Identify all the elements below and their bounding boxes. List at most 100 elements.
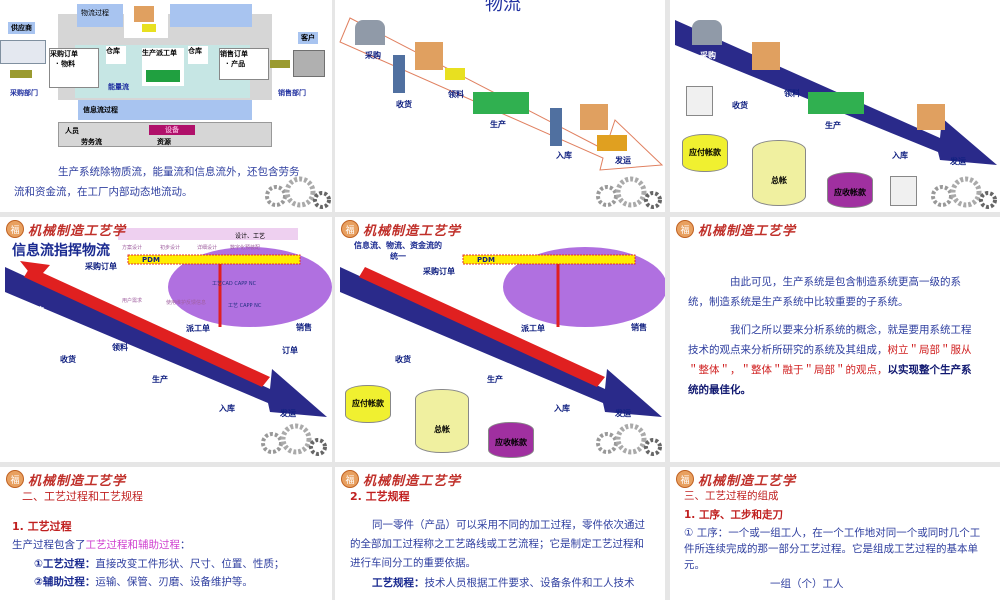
info-arrow-red <box>24 267 270 387</box>
slide-thumbnail-1[interactable]: 物流过程 供应商 采购部门 采购订单· 物料 仓库 生产派工单 仓库 销售订单·… <box>0 0 332 212</box>
material-flow-box-right <box>170 4 252 27</box>
truck-icon <box>0 40 46 64</box>
label-production: 生产 <box>152 375 168 384</box>
pdm-bar <box>127 254 301 265</box>
label-receive: 收货 <box>395 355 411 364</box>
box-feedback: 使用维护反馈信息 <box>166 300 207 306</box>
system-ellipse <box>168 247 332 327</box>
warehouse2-label: 仓库 <box>188 46 208 64</box>
warehouse1-label: 仓库 <box>106 46 126 64</box>
label-purchase: 采购 <box>365 51 381 60</box>
label-ship: 发运 <box>615 156 631 165</box>
gears-icon <box>261 423 327 456</box>
slide-header: 福机械制造工艺学 <box>341 220 461 239</box>
forklift-icon <box>445 68 465 80</box>
box-capp: 工艺 CAPP NC <box>228 303 262 309</box>
slide-thumbnail-8[interactable]: 福机械制造工艺学 2. 工艺规程 同一零件（产品）可以采用不同的加工过程，零件依… <box>335 467 665 600</box>
slide5-title: 信息流、物流、资金流的统一 <box>354 241 442 261</box>
ledger-cylinder: 总帐 <box>415 389 469 453</box>
receivable-cylinder: 应收帐款 <box>827 172 873 208</box>
payable-cylinder: 应付帐款 <box>682 134 728 172</box>
label-storage: 入库 <box>556 151 572 160</box>
document-icon <box>686 86 713 116</box>
slide-header: 福机械制造工艺学 <box>6 470 126 489</box>
energy-flow-label: 能量流 <box>108 83 129 91</box>
buyer-icon <box>355 20 385 45</box>
sales-label: 销售 <box>296 323 312 332</box>
slide7-line1: 生产过程包含了工艺过程和辅助过程： <box>12 539 191 551</box>
box-prelim: 初步设计 <box>160 245 181 251</box>
slide-thumbnail-9[interactable]: 福机械制造工艺学 三、工艺过程的组成 1. 工序、工步和走刀 ① 工序：一个或一… <box>670 467 1000 600</box>
slide7-heading: 二、工艺过程和工艺规程 <box>22 490 143 503</box>
factory-icon <box>293 50 325 77</box>
dispatch-label: 派工单 <box>186 324 210 333</box>
purchase-order-doc: 采购订单· 物料 <box>49 48 99 88</box>
label-production: 生产 <box>490 120 506 129</box>
slide8-paragraph-2: 工艺规程：技术人员根据工件要求、设备条件和工人技术 <box>372 577 635 589</box>
slide6-paragraph-2: 我们之所以要来分析系统的概念，就是要用系统工程技术的观点来分析所研究的系统及其组… <box>688 324 972 396</box>
logo-icon: 福 <box>341 470 359 488</box>
slide7-item2: ②辅助过程：运输、保管、刃磨、设备维护等。 <box>34 576 253 588</box>
truck-icon <box>597 135 627 151</box>
slide6-paragraph-1: 由此可见，生产系统是包含制造系统更高一级的系统，制造系统是生产系统中比较重要的子… <box>688 276 961 308</box>
slide9-heading: 三、工艺过程的组成 <box>684 490 779 502</box>
gears-icon <box>596 176 662 209</box>
purchase-order-label: 采购订单 <box>50 50 78 58</box>
label-pick: 领料 <box>448 90 464 99</box>
slide-thumbnail-7[interactable]: 福机械制造工艺学 二、工艺过程和工艺规程 1. 工艺过程 生产过程包含了工艺过程… <box>0 467 332 600</box>
box-detail: 详细设计 <box>197 245 218 251</box>
box-cad: 工艺CAD CAPP NC <box>212 281 257 287</box>
document-icon <box>890 176 917 206</box>
gears-icon <box>596 423 662 456</box>
box-digital: 数字化预装配 <box>230 245 261 251</box>
ledger-cylinder: 总帐 <box>752 140 806 206</box>
label-pick: 领料 <box>784 89 800 98</box>
purchase-dept-label: 采购部门 <box>10 89 38 97</box>
label-storage: 入库 <box>219 404 235 413</box>
machine-icon <box>473 92 529 114</box>
label-purchase: 采购 <box>28 306 44 315</box>
slide-thumbnail-3[interactable]: 采购 收货 领料 生产 入库 发运 应付帐款 总帐 应收帐款 <box>670 0 1000 212</box>
slide-thumbnail-2[interactable]: 物流 采购 收货 领料 生产 入库 发运 <box>335 0 665 212</box>
label-ship: 发运 <box>950 157 966 166</box>
label-production: 生产 <box>487 375 503 384</box>
supplier-label: 供应商 <box>8 22 35 34</box>
slide-thumbnail-4[interactable]: 福机械制造工艺学 信息流指挥物流 PDM 采购订单 设计、工艺 方案设计 初步设… <box>0 217 332 462</box>
boxes-icon <box>752 42 780 70</box>
logo-icon: 福 <box>676 220 694 238</box>
slide7-item1: ①工艺过程：直接改变工件形状、尺寸、位置、性质； <box>34 558 285 570</box>
design-label: 设计、工艺 <box>235 233 266 240</box>
label-receive: 收货 <box>60 355 76 364</box>
label-storage: 入库 <box>892 151 908 160</box>
logo-icon: 福 <box>6 470 24 488</box>
slide7-subheading: 1. 工艺过程 <box>12 520 72 533</box>
box-user: 用户需求 <box>122 298 143 304</box>
customer-label: 客户 <box>298 32 318 44</box>
slide1-text: 生产系统除物质流，能量流和信息流外，还包含劳务流和资金流，在工厂内部动态地流动。 <box>14 166 300 198</box>
equipment-badge: 设备 <box>149 125 195 135</box>
buyer-icon <box>692 20 722 45</box>
sales-order-doc: 销售订单· 产品 <box>219 48 269 80</box>
slide-header: 福机械制造工艺学 <box>676 220 796 239</box>
slide-header: 福机械制造工艺学 <box>676 470 796 489</box>
slide-thumbnail-6[interactable]: 福机械制造工艺学 由此可见，生产系统是包含制造系统更高一级的系统，制造系统是生产… <box>670 217 1000 462</box>
resources-box: 人员 劳务流 设备 资源 <box>58 122 272 147</box>
label-storage: 入库 <box>554 404 570 413</box>
material-label: 物料 <box>61 60 76 68</box>
slide8-paragraph-1: 同一零件（产品）可以采用不同的加工过程，零件依次通过的全部加工过程称之工艺路线或… <box>350 519 645 569</box>
logo-icon: 福 <box>6 220 24 238</box>
logo-icon: 福 <box>676 470 694 488</box>
worker-icon <box>550 108 562 146</box>
boxes-icon <box>917 104 945 130</box>
label-purchase: 采购 <box>700 51 716 60</box>
slide-thumbnail-5[interactable]: 福机械制造工艺学 信息流、物流、资金流的统一 PDM 采购订单 应付帐款 总帐 … <box>335 217 665 462</box>
sales-label: 销售 <box>631 323 647 332</box>
label-receive: 收货 <box>396 100 412 109</box>
label-pick: 领料 <box>112 343 128 352</box>
slide-header: 福机械制造工艺学 <box>341 470 461 489</box>
purchase-order-label: 采购订单 <box>85 262 117 271</box>
slide2-title: 物流 <box>485 0 521 15</box>
machine-icon <box>808 92 864 114</box>
material-flow-box: 物流过程 <box>77 4 123 27</box>
work-order-box: 生产派工单 <box>142 48 184 86</box>
